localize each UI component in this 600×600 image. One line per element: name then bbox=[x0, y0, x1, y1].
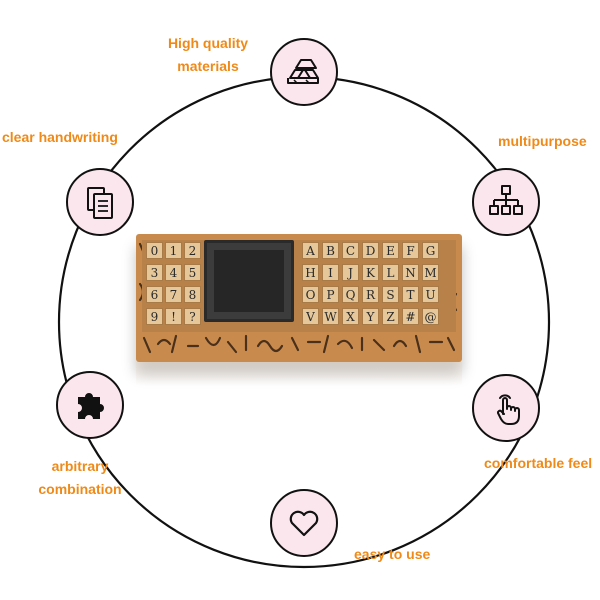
stamp-block: Y bbox=[362, 308, 379, 325]
stamp-block: Q bbox=[342, 286, 359, 303]
gold-bars-icon bbox=[270, 38, 338, 106]
stamp-block: H bbox=[302, 264, 319, 281]
stamp-block: E bbox=[382, 242, 399, 259]
stamp-block: S bbox=[382, 286, 399, 303]
stamp-block: 3 bbox=[146, 264, 163, 281]
stamp-block: 2 bbox=[184, 242, 201, 259]
product-reflection bbox=[136, 362, 462, 386]
stamp-block: # bbox=[402, 308, 419, 325]
stamp-block: B bbox=[322, 242, 339, 259]
stamp-block: 9 bbox=[146, 308, 163, 325]
heart-icon bbox=[270, 489, 338, 557]
stamp-block: U bbox=[422, 286, 439, 303]
touch-hand-icon bbox=[472, 374, 540, 442]
stamp-block: ! bbox=[165, 308, 182, 325]
stamp-block: ? bbox=[184, 308, 201, 325]
feature-label-clear-handwriting: clear handwriting bbox=[2, 129, 118, 145]
feature-label-multipurpose: multipurpose bbox=[498, 133, 587, 149]
stamp-block: G bbox=[422, 242, 439, 259]
feature-label-easy-to-use: easy to use bbox=[354, 546, 431, 562]
stamp-block: K bbox=[362, 264, 379, 281]
stamp-block: 4 bbox=[165, 264, 182, 281]
puzzle-piece-icon bbox=[56, 371, 124, 439]
stamp-block: N bbox=[402, 264, 419, 281]
feature-label-arbitrary-combination: arbitrary combination bbox=[38, 458, 122, 497]
feature-label-comfortable-feel: comfortable feel bbox=[484, 455, 593, 471]
hierarchy-icon bbox=[472, 168, 540, 236]
feature-label-high-quality: High quality materials bbox=[167, 35, 249, 74]
stamp-block: A bbox=[302, 242, 319, 259]
stamp-block: I bbox=[322, 264, 339, 281]
stamp-block: F bbox=[402, 242, 419, 259]
stamp-block: X bbox=[342, 308, 359, 325]
stamp-block: 6 bbox=[146, 286, 163, 303]
stamp-block: D bbox=[362, 242, 379, 259]
stamp-block: R bbox=[362, 286, 379, 303]
stamp-block: 0 bbox=[146, 242, 163, 259]
stamp-block: W bbox=[322, 308, 339, 325]
stamp-set-product: 0 1 2 3 4 5 6 7 8 9 ! ? A B C D E bbox=[136, 234, 462, 386]
stamp-block: @ bbox=[422, 308, 439, 325]
documents-icon bbox=[66, 168, 134, 236]
stamp-block: T bbox=[402, 286, 419, 303]
stamp-block: O bbox=[302, 286, 319, 303]
stamp-block: 8 bbox=[184, 286, 201, 303]
stamp-block: 5 bbox=[184, 264, 201, 281]
stamp-block: M bbox=[422, 264, 439, 281]
stamp-block: J bbox=[342, 264, 359, 281]
stamp-block: P bbox=[322, 286, 339, 303]
stamp-block: Z bbox=[382, 308, 399, 325]
stamp-box: 0 1 2 3 4 5 6 7 8 9 ! ? A B C D E bbox=[136, 234, 462, 362]
stamp-block: 1 bbox=[165, 242, 182, 259]
stamp-block: L bbox=[382, 264, 399, 281]
stamp-block: 7 bbox=[165, 286, 182, 303]
ink-pad bbox=[204, 240, 294, 322]
stamp-block: C bbox=[342, 242, 359, 259]
stamp-block: V bbox=[302, 308, 319, 325]
